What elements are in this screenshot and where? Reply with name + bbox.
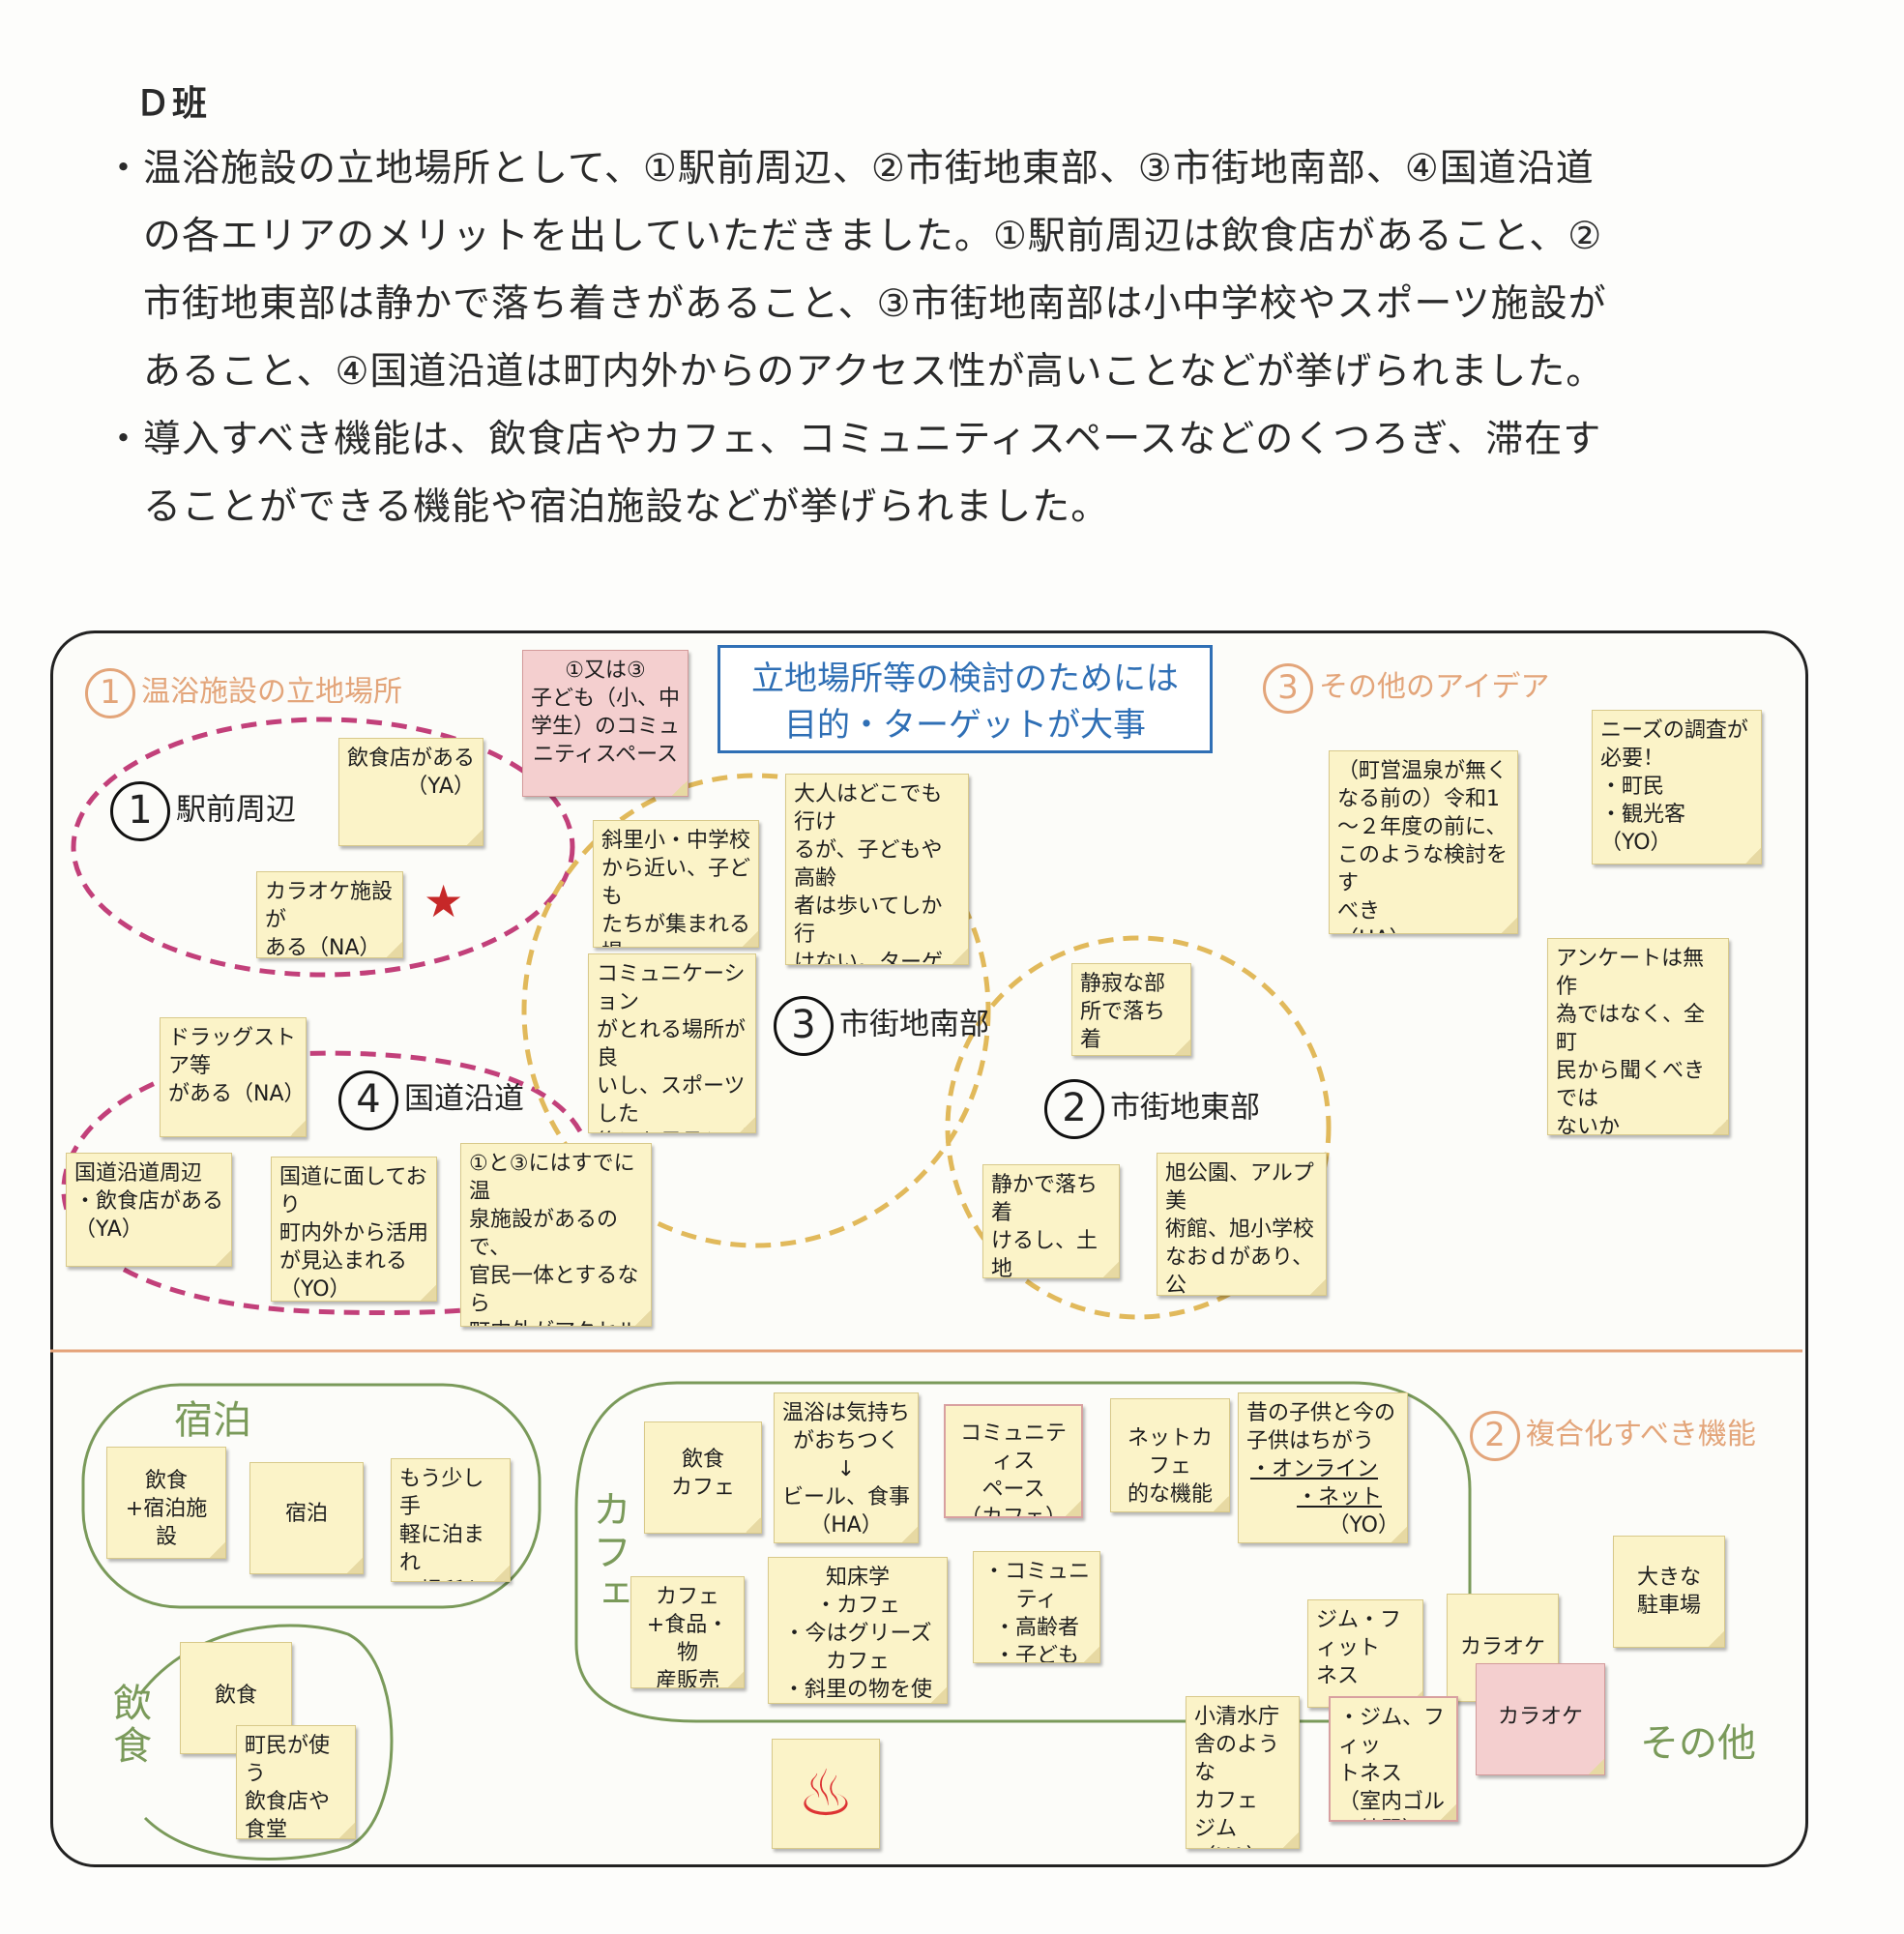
- sticky-note: カラオケ施設が ある（NA）: [256, 871, 403, 958]
- area-number: 3: [774, 996, 834, 1056]
- area-name: 国道沿道: [404, 1081, 524, 1117]
- sticky-note: もう少し手 軽に泊まれ る場所を （YO）: [391, 1458, 511, 1582]
- sticky-note: 飲食店がある （YA）: [338, 738, 483, 846]
- sticky-note: カフェ +食品・物 産販売: [630, 1576, 745, 1688]
- sticky-note: ドラッグストア等 がある（NA）: [160, 1017, 307, 1137]
- summary-bullet-1: ・ 温浴施設の立地場所として、①駅前周辺、②市街地東部、③市街地南部、④国道沿道…: [104, 135, 1607, 406]
- bullet-dot: ・: [104, 147, 144, 190]
- purpose-callout: 立地場所等の検討のためには 目的・ターゲットが大事: [718, 645, 1213, 753]
- sticky-note: 斜里小・中学校 から近い、子ども たちが集まれる場 所が少ない: [593, 820, 759, 948]
- bullet-2-line-2: ることができる機能や宿泊施設などが挙げられました。: [143, 485, 1110, 529]
- purpose-line-1: 立地場所等の検討のためには: [751, 659, 1179, 698]
- sticky-note: ①と③にはすでに温 泉施設があるので、 官民一体とするなら 町内外がアクセルで …: [460, 1143, 652, 1327]
- sticky-note: アンケートは無作 為ではなく、全町 民から聞くべきでは ないか 関心高いぞ！ （…: [1547, 938, 1729, 1135]
- sticky-note: カラオケ: [1476, 1663, 1605, 1775]
- section-title-text: その他のアイデア: [1319, 670, 1550, 704]
- sticky-note: 小清水庁 舎のような カフェ ジム （HA）: [1186, 1696, 1300, 1849]
- section-number: 2: [1470, 1410, 1520, 1461]
- sticky-note: （町営温泉が無く なる前の）令和1 ～２年度の前に、 このような検討をす べき …: [1329, 750, 1518, 934]
- sticky-note: 大人はどこでも行け るが、子どもや高齢 者は歩いてしか行 けない。ターゲットは …: [785, 774, 969, 965]
- sticky-note: ジム・フィット ネス: [1307, 1599, 1423, 1708]
- sticky-note: 昔の子供と今の 子供はちがう ・オンライン ・ネット （YO）: [1238, 1392, 1408, 1543]
- bullet-1-line-2: の各エリアのメリットを出していただきました。①駅前周辺は飲食店があること、②: [143, 215, 1603, 258]
- area-name: 駅前周辺: [176, 792, 296, 828]
- bullet-1-line-3: 市街地東部は静かで落ち着きがあること、③市街地南部は小中学校やスポーツ施設が: [143, 282, 1607, 326]
- area-number: 2: [1044, 1079, 1104, 1139]
- section-title-text: 複合化すべき機能: [1526, 1418, 1756, 1451]
- onsen-icon: ♨: [772, 1739, 880, 1849]
- sticky-note: 宿泊: [249, 1462, 364, 1574]
- bullet-1-line-4: あること、④国道沿道は町内外からのアクセス性が高いことなどが挙げられました。: [143, 350, 1605, 394]
- star-icon: ★: [424, 875, 464, 927]
- summary-bullet-2: ・ 導入すべき機能は、飲食店やカフェ、コミュニティスペースなどのくつろぎ、滞在す…: [104, 406, 1602, 542]
- sticky-note: 静寂な部 所で落ち着 きがある: [1071, 963, 1191, 1056]
- group-label-lodging: 宿泊: [174, 1398, 251, 1443]
- sticky-note: コミュニケーション がとれる場所が良 いし、スポーツした 後にお風呂という のも…: [588, 953, 756, 1133]
- section-number: 1: [85, 667, 135, 718]
- group-label-food: 飲食: [106, 1683, 151, 1768]
- sticky-note: 国道に面しており 町内外から活用 が見込まれる （YO）: [271, 1157, 437, 1302]
- area-name: 市街地東部: [1110, 1090, 1260, 1126]
- area-number: 4: [338, 1070, 398, 1130]
- area-number: 1: [110, 781, 170, 841]
- sticky-note: コミュニティス ペース （カフェ）: [944, 1404, 1083, 1518]
- sticky-note: 飲食 カフェ: [644, 1421, 762, 1534]
- sticky-note: 飲食 +宿泊施設: [106, 1447, 226, 1559]
- sticky-note: 大きな 駐車場: [1613, 1536, 1725, 1648]
- bullet-dot: ・: [104, 418, 144, 461]
- sticky-note: 町民が使う 飲食店や 食堂 （YO）: [236, 1725, 356, 1839]
- sticky-note: 旭公園、アルプ美 術館、旭小学校 なおｄがあり、公 共用地が多い: [1157, 1153, 1327, 1296]
- sticky-note: ネットカフェ 的な機能: [1110, 1398, 1230, 1512]
- sticky-note: ニーズの調査が 必要！ ・町民 ・観光客 （YO）: [1592, 710, 1762, 864]
- sticky-note: 静かで落ち着 けるし、土地 がある: [982, 1164, 1120, 1278]
- purpose-line-2: 目的・ターゲットが大事: [784, 706, 1146, 745]
- sticky-note: ・コミュニティ ・高齢者 ・子ども （SA）: [973, 1551, 1100, 1663]
- sticky-note: ・ジム、フィッ トネス （室内ゴル フ練習）: [1329, 1696, 1458, 1822]
- section-number: 3: [1263, 662, 1313, 714]
- bullet-1-line-1: 温浴施設の立地場所として、①駅前周辺、②市街地東部、③市街地南部、④国道沿道: [143, 147, 1595, 190]
- document-header: Ｄ班: [135, 84, 210, 124]
- section-title-text: 温浴施設の立地場所: [141, 675, 402, 709]
- sticky-note: 温浴は気持ち がおちつく ↓ ビール、食事 （HA）: [774, 1392, 919, 1543]
- sticky-note: 知床学 ・カフェ ・今はグリーズカフェ ・斜里の物を使う （NA）: [768, 1557, 948, 1704]
- group-label-cafe: カフェ: [586, 1489, 630, 1617]
- sticky-note: ①又は③ 子ども（小、中 学生）のコミュ ニティスペース: [522, 650, 688, 797]
- sticky-note: 国道沿道周辺 ・飲食店がある （YA）: [66, 1153, 232, 1267]
- bullet-2-line-1: 導入すべき機能は、飲食店やカフェ、コミュニティスペースなどのくつろぎ、滞在す: [143, 418, 1602, 461]
- group-label-other: その他: [1640, 1721, 1756, 1766]
- area-name: 市街地南部: [839, 1007, 989, 1042]
